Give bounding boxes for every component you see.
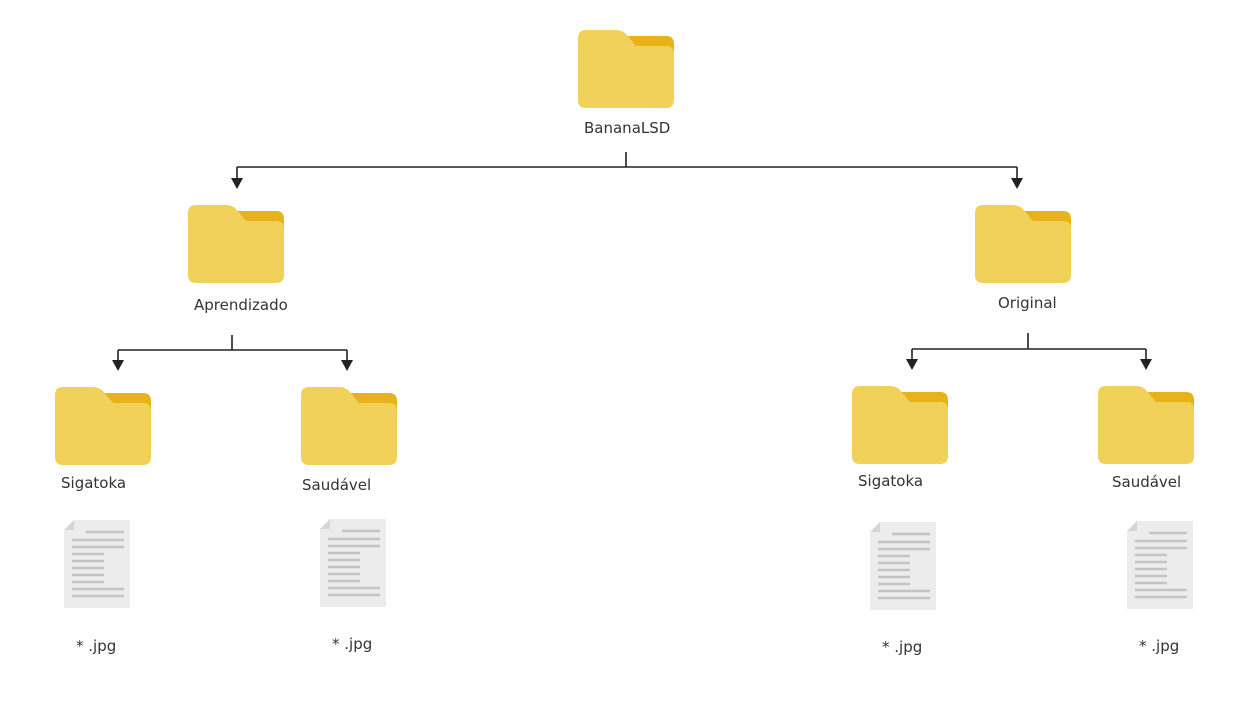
arrowhead-saudavel-2: [1140, 359, 1152, 370]
arrowhead-saudavel-1: [341, 360, 353, 371]
document-icon: [320, 519, 386, 607]
branch-folder-label-aprendizado: Aprendizado: [194, 296, 288, 314]
folder-icon: [55, 387, 151, 465]
file-pattern-label: * .jpg: [1139, 637, 1180, 655]
folder-icon: [1098, 386, 1194, 464]
arrowhead-sigatoka-2: [906, 359, 918, 370]
root-folder-label: BananaLSD: [584, 119, 671, 137]
file-pattern-label: * .jpg: [882, 638, 923, 656]
folder-icon: [975, 205, 1071, 283]
folder-icon: [188, 205, 284, 283]
document-icon: [1127, 521, 1193, 609]
file-pattern-label: * .jpg: [332, 635, 373, 653]
arrowhead-aprendizado: [231, 178, 243, 189]
file-pattern-label: * .jpg: [76, 637, 117, 655]
subfolder-label-saudavel: Saudável: [1112, 473, 1182, 491]
subfolder-label-sigatoka: Sigatoka: [858, 472, 924, 490]
arrowhead-sigatoka-1: [112, 360, 124, 371]
document-icon: [64, 520, 130, 608]
arrowhead-original: [1011, 178, 1023, 189]
subfolder-label-sigatoka: Sigatoka: [61, 474, 127, 492]
folder-icon: [852, 386, 948, 464]
subfolder-label-saudavel: Saudável: [302, 476, 372, 494]
arrowheads: [112, 178, 1152, 371]
folder-icon: [578, 30, 674, 108]
folder-icon: [301, 387, 397, 465]
document-icon: [870, 522, 936, 610]
branch-folder-label-original: Original: [998, 294, 1057, 312]
connectors: [117, 152, 1147, 362]
